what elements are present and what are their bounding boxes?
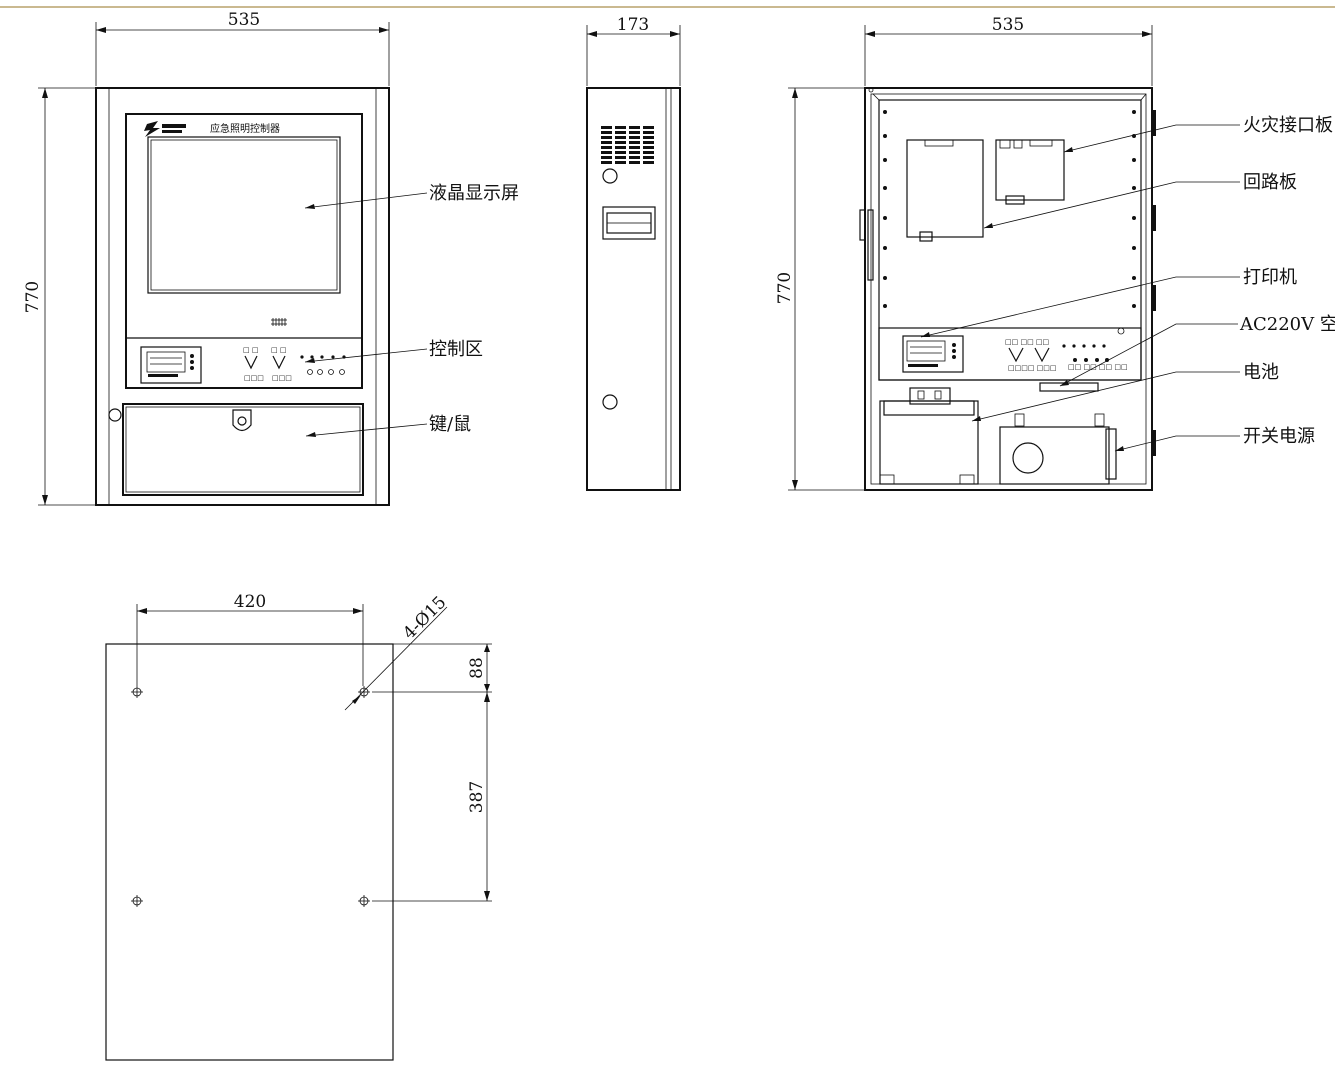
callout-breaker: AC220V 空开 [1239, 314, 1335, 335]
speaker-grille [271, 318, 287, 326]
svg-text:□□□□ □□□: □□□□ □□□ [1008, 364, 1057, 372]
side-depth-text: 173 [617, 15, 649, 35]
loop-board [906, 139, 984, 242]
rear-view: 535 770 [775, 15, 1335, 491]
front-printer [140, 346, 202, 384]
hole-callout-text: 4-Ø15 [399, 593, 450, 644]
mount-spacing-text: 420 [234, 592, 266, 612]
mounting-view: 420 4-Ø15 [105, 592, 492, 1061]
side-cabinet [586, 87, 681, 491]
rear-height-text: 770 [775, 272, 795, 304]
battery [879, 387, 979, 485]
rear-width-text: 535 [992, 15, 1024, 35]
side-hole-top [602, 168, 618, 184]
callout-loop-board: 回路板 [1243, 172, 1297, 193]
mount-spacing-dimension: 420 [136, 592, 364, 686]
svg-text:□□ □□ □□ □□: □□ □□ □□ □□ [1068, 363, 1128, 371]
callout-psu: 开关电源 [1243, 426, 1315, 447]
mount-top-offset-text: 88 [467, 657, 487, 679]
front-height-text: 770 [23, 281, 43, 313]
callout-lcd: 液晶显示屏 [429, 183, 519, 204]
mount-vertical-dimensions: 88 387 [372, 643, 492, 902]
svg-text:□□ □□ □□: □□ □□ □□ [1005, 338, 1049, 346]
side-connector [602, 206, 656, 240]
mounting-plate-outline [105, 643, 394, 1061]
front-brand-text: 应急照明控制器 [210, 122, 280, 135]
callout-fire-board: 火灾接口板 [1243, 115, 1333, 136]
front-lock-knob [108, 408, 122, 422]
svg-text:□□□: □□□ [272, 374, 292, 382]
front-callouts: 液晶显示屏 控制区 键/鼠 [304, 183, 519, 437]
front-width-dimension: 535 [95, 10, 390, 86]
brand-logo-icon [144, 121, 186, 137]
rear-height-dimension: 770 [775, 87, 865, 491]
rear-control-strip: □□ □□ □□ □□□□ □□□ □□ □□ □□ □□ [878, 327, 1142, 381]
side-hole-bottom [602, 394, 618, 410]
side-depth-dimension: 173 [586, 15, 681, 86]
switching-power-supply [999, 413, 1117, 485]
callout-keyboard: 键/鼠 [429, 414, 471, 435]
front-upper-panel [125, 113, 363, 389]
front-cabinet [95, 87, 390, 506]
drawer-lock-icon [232, 409, 252, 432]
mounting-holes [131, 686, 370, 907]
svg-text:□ □: □ □ [243, 346, 258, 354]
fire-interface-board [995, 139, 1065, 205]
front-control-switches: □ □ □ □ □□□ □□□ [243, 346, 292, 382]
side-view: 173 [586, 15, 681, 491]
callout-printer: 打印机 [1243, 267, 1297, 288]
ac-breaker [1039, 382, 1099, 392]
side-vents [601, 126, 654, 164]
svg-text:□□□: □□□ [244, 374, 264, 382]
rear-callouts: 火灾接口板 回路板 打印机 AC220V 空开 电池 开关电源 [920, 115, 1335, 452]
front-height-dimension: 770 [23, 87, 98, 506]
front-indicator-leds [300, 355, 346, 375]
callout-battery: 电池 [1243, 362, 1279, 383]
keyboard-drawer [122, 403, 364, 496]
mount-vertical-text: 387 [467, 781, 487, 813]
front-width-text: 535 [228, 10, 260, 30]
plate-screws [883, 110, 1136, 308]
lcd-screen [147, 136, 341, 294]
front-view: 535 770 应急照明控制器 [23, 10, 519, 506]
callout-control: 控制区 [429, 339, 483, 360]
svg-text:□ □: □ □ [271, 346, 286, 354]
rear-width-dimension: 535 [864, 15, 1153, 86]
